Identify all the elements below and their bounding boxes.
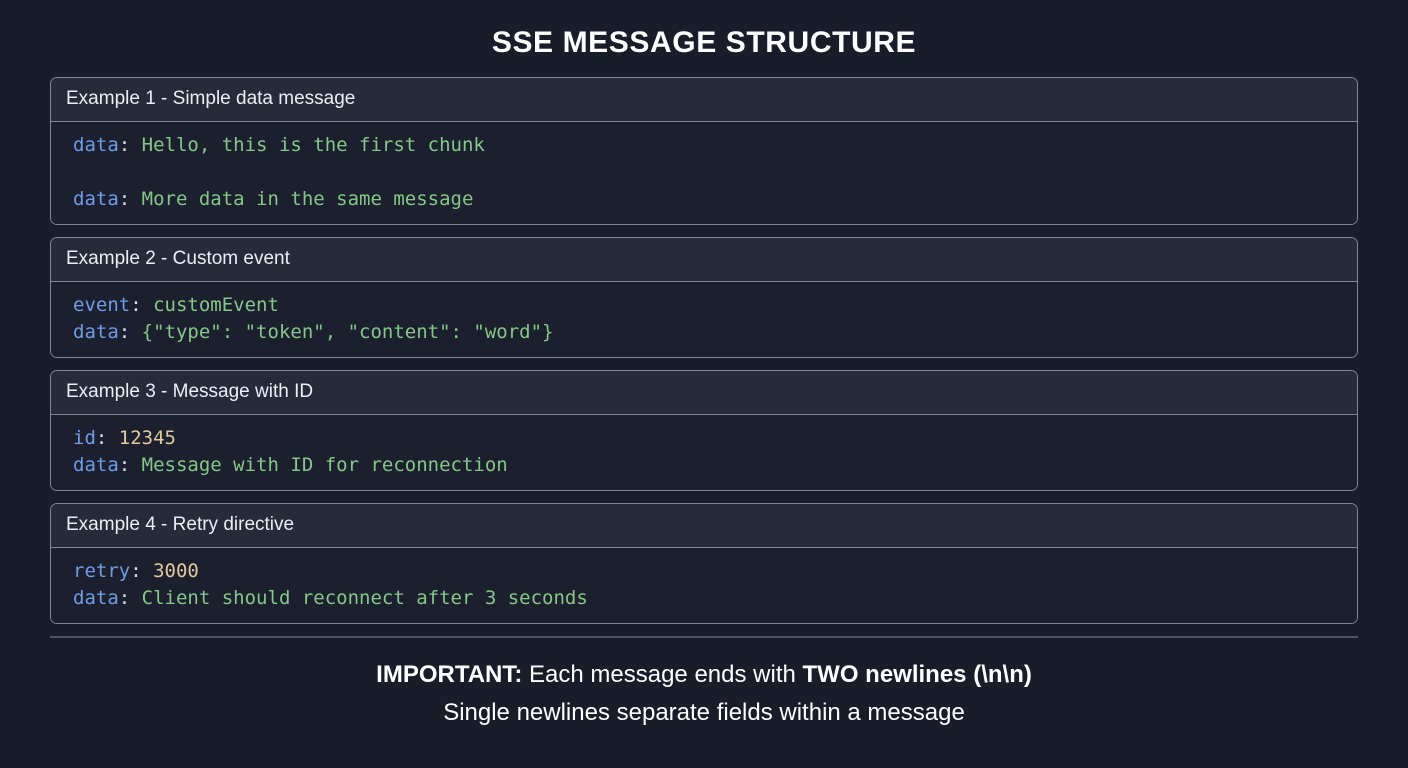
code-blank-line	[73, 159, 1357, 186]
sse-field-separator: :	[118, 454, 131, 476]
sse-field-name: data	[73, 188, 119, 210]
sse-field-value: 3000	[153, 560, 199, 582]
example-panel: Example 2 - Custom event event: customEve…	[50, 237, 1358, 358]
footer-notes: IMPORTANT: Each message ends with TWO ne…	[0, 656, 1408, 732]
sse-field-value: customEvent	[153, 294, 279, 316]
sse-field-separator: :	[130, 294, 142, 316]
code-line: data: More data in the same message	[73, 186, 1357, 213]
sse-field-value: Hello, this is the first chunk	[141, 134, 485, 156]
sse-field-value: Message with ID for reconnection	[141, 454, 508, 476]
sse-field-name: data	[73, 321, 119, 343]
sse-field-name: event	[73, 294, 131, 316]
sse-field-separator: :	[95, 427, 108, 449]
sse-field-name: data	[73, 134, 119, 156]
code-line: data: Message with ID for reconnection	[73, 452, 1357, 479]
examples-list: Example 1 - Simple data message data: Hel…	[0, 77, 1408, 624]
example-panel-title: Example 3 - Message with ID	[51, 371, 1357, 415]
footer-line-1-normal: Each message ends with	[522, 661, 803, 688]
code-line: id: 12345	[73, 425, 1357, 452]
page-title: SSE MESSAGE STRUCTURE	[491, 26, 917, 59]
sse-space	[130, 188, 141, 210]
sse-field-name: data	[73, 454, 119, 476]
footer-two-newlines-label: TWO newlines (\n\n)	[802, 661, 1032, 688]
code-line: data: Hello, this is the first chunk	[73, 132, 1357, 159]
sse-space	[130, 321, 141, 343]
sse-space	[130, 134, 141, 156]
footer-line-2: Single newlines separate fields within a…	[443, 699, 965, 726]
sse-space	[142, 560, 153, 582]
example-panel: Example 1 - Simple data message data: Hel…	[50, 77, 1358, 225]
example-panel-title: Example 1 - Simple data message	[51, 78, 1357, 122]
sse-field-separator: :	[118, 188, 131, 210]
sse-field-separator: :	[118, 134, 131, 156]
sse-field-separator: :	[118, 587, 131, 609]
sse-field-value: Client should reconnect after 3 seconds	[141, 587, 588, 609]
code-line: event: customEvent	[73, 292, 1357, 319]
sse-field-separator: :	[118, 321, 131, 343]
sse-space	[142, 294, 153, 316]
sse-field-value: More data in the same message	[141, 188, 474, 210]
sse-space	[130, 587, 141, 609]
code-line: retry: 3000	[73, 558, 1357, 585]
sse-field-name: data	[73, 587, 119, 609]
sse-field-separator: :	[130, 560, 142, 582]
footer-line-1: IMPORTANT: Each message ends with TWO ne…	[0, 656, 1408, 694]
sse-space	[107, 427, 118, 449]
example-panel-title: Example 4 - Retry directive	[51, 504, 1357, 548]
code-line: data: {"type": "token", "content": "word…	[73, 319, 1357, 346]
sse-field-value: 12345	[118, 427, 176, 449]
example-panel-title: Example 2 - Custom event	[51, 238, 1357, 282]
code-line: data: Client should reconnect after 3 se…	[73, 585, 1357, 612]
sse-space	[130, 454, 141, 476]
sse-field-name: id	[73, 427, 96, 449]
sse-field-value: {"type": "token", "content": "word"}	[141, 321, 554, 343]
sse-field-name: retry	[73, 560, 131, 582]
footer-important-label: IMPORTANT:	[376, 661, 523, 688]
footer-divider	[50, 636, 1358, 638]
